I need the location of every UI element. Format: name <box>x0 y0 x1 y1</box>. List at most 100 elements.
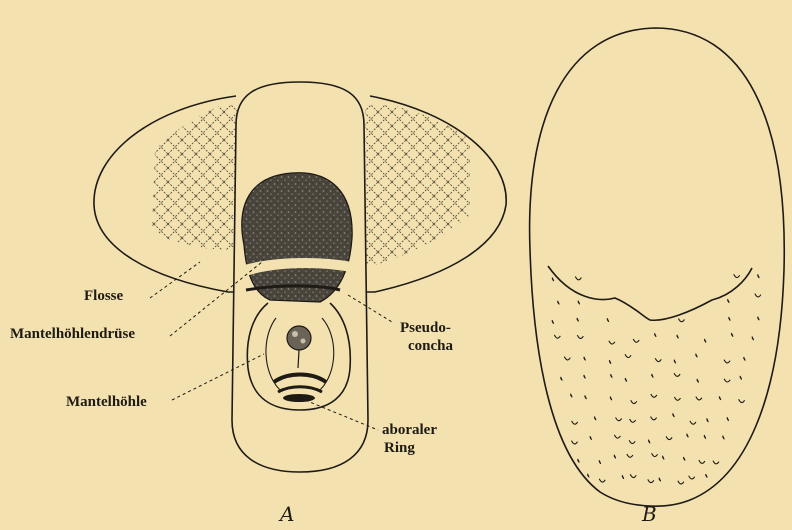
tick-mark <box>622 475 624 478</box>
tick-mark <box>744 357 746 360</box>
tick-mark <box>752 337 754 340</box>
tick-mark <box>572 421 578 424</box>
tick-mark <box>659 478 661 481</box>
tick-mark <box>557 301 559 304</box>
tick-mark <box>577 318 579 321</box>
figure-a <box>94 82 506 472</box>
tick-mark <box>552 320 554 323</box>
tick-mark <box>683 457 685 460</box>
tick-mark <box>706 474 708 477</box>
aboral-ring-base <box>283 394 315 402</box>
tick-mark <box>577 335 583 338</box>
tick-mark <box>561 377 563 380</box>
tick-mark <box>727 417 729 420</box>
tick-mark <box>614 435 620 438</box>
tick-mark <box>696 354 698 357</box>
tick-mark <box>707 418 709 421</box>
tick-mark <box>609 360 611 363</box>
tick-mark <box>575 277 581 280</box>
tick-mark <box>648 479 654 482</box>
pseudoconcha-outline <box>530 28 785 506</box>
tick-mark <box>651 417 657 420</box>
tick-marks <box>552 274 761 484</box>
tick-mark <box>673 413 675 416</box>
tick-mark <box>616 417 622 420</box>
tick-mark <box>610 397 612 400</box>
tick-mark <box>578 459 580 462</box>
tick-mark <box>690 421 696 424</box>
tick-mark <box>662 456 664 459</box>
tick-mark <box>740 376 742 379</box>
tick-mark <box>758 274 760 277</box>
tick-mark <box>652 453 658 456</box>
tick-mark <box>678 318 684 321</box>
tick-mark <box>739 399 745 402</box>
tick-mark <box>571 441 577 444</box>
tick-mark <box>699 460 705 463</box>
tick-mark <box>625 378 627 381</box>
tick-mark <box>629 440 635 443</box>
label-aboraler: aboraler <box>382 422 437 439</box>
tick-mark <box>689 476 695 479</box>
tick-mark <box>625 354 631 357</box>
organ-detail <box>301 339 306 344</box>
fin-mesh-left <box>140 105 240 255</box>
tick-mark <box>652 374 654 377</box>
tick-mark <box>552 277 554 280</box>
tick-mark <box>678 481 684 484</box>
tick-mark <box>630 419 636 422</box>
tick-mark <box>758 317 760 320</box>
tick-mark <box>554 335 560 338</box>
tick-mark <box>666 436 672 439</box>
tick-mark <box>611 374 613 377</box>
tick-mark <box>564 357 570 360</box>
tick-mark <box>687 434 689 437</box>
tick-mark <box>570 394 572 397</box>
label-flosse: Flosse <box>84 288 123 305</box>
tick-mark <box>727 299 729 302</box>
tick-mark <box>627 454 633 457</box>
label-mantelhoehle: Mantelhöhle <box>66 394 147 411</box>
organ-detail <box>292 331 298 337</box>
tick-mark <box>713 461 719 464</box>
tick-mark <box>599 479 605 482</box>
mantle-gland <box>242 173 352 302</box>
tick-mark <box>734 274 740 277</box>
tick-mark <box>655 358 661 361</box>
tick-mark <box>614 455 616 458</box>
organ-cluster <box>287 326 311 350</box>
tick-mark <box>704 339 706 342</box>
tick-mark <box>609 341 615 344</box>
tick-mark <box>651 394 657 397</box>
label-ring: Ring <box>384 440 415 457</box>
label-pseudoconcha-1: Pseudo- <box>400 320 451 337</box>
label-pseudoconcha-2: concha <box>408 338 453 355</box>
tick-mark <box>599 460 601 463</box>
label-mantelhoehlendruese: Mantelhöhlendrüse <box>10 326 135 343</box>
tick-mark <box>578 301 580 304</box>
inner-boundary <box>548 266 752 320</box>
tick-mark <box>724 360 730 363</box>
figure-letter-b: B <box>642 502 657 526</box>
tick-mark <box>755 294 761 297</box>
tick-mark <box>674 397 680 400</box>
tick-mark <box>731 333 733 336</box>
tick-mark <box>587 474 589 477</box>
tick-mark <box>631 400 637 403</box>
tick-mark <box>729 317 731 320</box>
figure-b <box>530 28 785 506</box>
tick-mark <box>654 333 656 336</box>
tick-mark <box>677 335 679 338</box>
tick-mark <box>648 440 650 443</box>
tick-mark <box>674 360 676 363</box>
tick-mark <box>719 396 721 399</box>
tick-mark <box>607 318 609 321</box>
tick-mark <box>696 397 702 400</box>
tick-mark <box>697 379 699 382</box>
tick-mark <box>584 357 586 360</box>
tick-mark <box>723 436 725 439</box>
figure-letter-a: A <box>280 502 294 526</box>
tick-mark <box>584 375 586 378</box>
tick-mark <box>674 373 680 376</box>
